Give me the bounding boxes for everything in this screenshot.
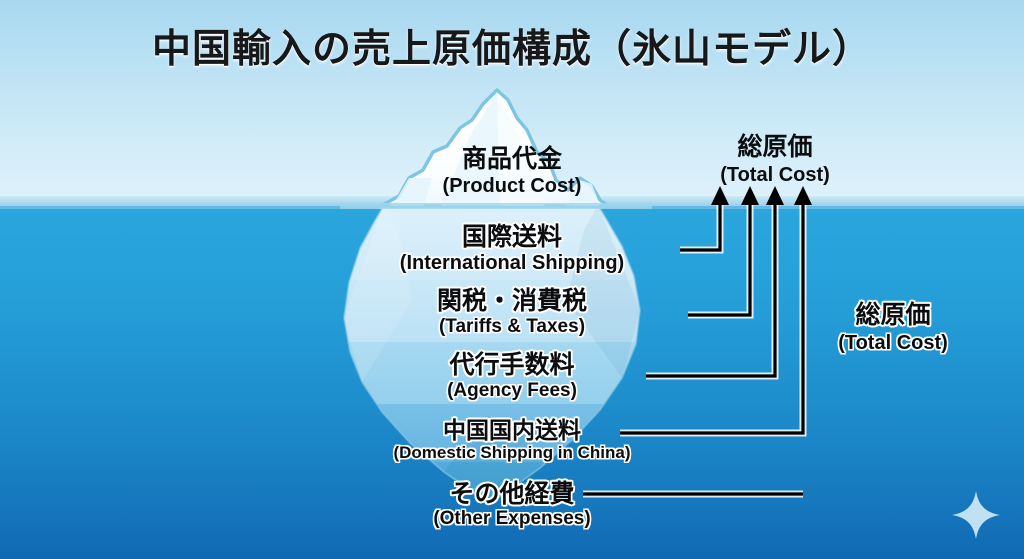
label-agency-fees-en: (Agency Fees) (447, 380, 577, 401)
label-international-shipping: 国際送料 (International Shipping) (292, 224, 732, 275)
label-international-shipping-en: (International Shipping) (399, 252, 625, 274)
label-domestic-shipping-ja: 中国国内送料 (443, 417, 581, 443)
label-tariffs-taxes: 関税・消費税 (Tariffs & Taxes) (292, 288, 732, 338)
label-tariffs-taxes-en: (Tariffs & Taxes) (438, 316, 586, 337)
sparkle-icon (952, 491, 1000, 539)
callout-total-cost-right-ja: 総原価 (855, 301, 931, 329)
arrow-up-icon-2 (741, 186, 759, 205)
connector-tariffs-taxes (688, 200, 752, 317)
callout-total-cost-top-ja: 総原価 (737, 133, 813, 161)
label-product-cost: 商品代金 (Product Cost) (312, 146, 712, 198)
label-product-cost-en: (Product Cost) (442, 175, 582, 197)
page-title: 中国輸入の売上原価構成（氷山モデル） (151, 28, 872, 71)
connector-lines (583, 200, 805, 496)
label-agency-fees: 代行手数料 (Agency Fees) (292, 352, 732, 402)
connector-domestic-shipping (620, 200, 805, 435)
label-other-expenses-ja: その他経費 (449, 480, 575, 508)
iceberg-tip (379, 88, 610, 208)
connector-international-shipping (680, 200, 722, 252)
label-agency-fees-ja: 代行手数料 (449, 351, 575, 379)
label-other-expenses-en: (Other Expenses) (433, 508, 591, 529)
callout-total-cost-right-en: (Total Cost) (838, 331, 948, 354)
label-other-expenses: その他経費 (Other Expenses) (292, 481, 732, 530)
arrow-up-icon-4 (794, 186, 812, 205)
callout-total-cost-top: 総原価 (Total Cost) (650, 133, 900, 186)
label-product-cost-ja: 商品代金 (461, 145, 562, 173)
iceberg-underwater-outline (342, 204, 642, 505)
iceberg-waterline-shelf (340, 203, 652, 209)
connector-agency-fees (646, 200, 777, 378)
arrow-up-icon-1 (711, 186, 729, 205)
label-domestic-shipping: 中国国内送料 (Domestic Shipping in China) (282, 418, 742, 462)
arrow-up-icon-3 (766, 186, 784, 205)
label-domestic-shipping-en: (Domestic Shipping in China) (393, 442, 631, 462)
total-cost-arrows (711, 186, 812, 205)
callout-total-cost-top-en: (Total Cost) (720, 163, 830, 186)
label-international-shipping-ja: 国際送料 (461, 223, 562, 251)
callout-total-cost-right: 総原価 (Total Cost) (788, 301, 998, 354)
label-tariffs-taxes-ja: 関税・消費税 (436, 287, 587, 315)
